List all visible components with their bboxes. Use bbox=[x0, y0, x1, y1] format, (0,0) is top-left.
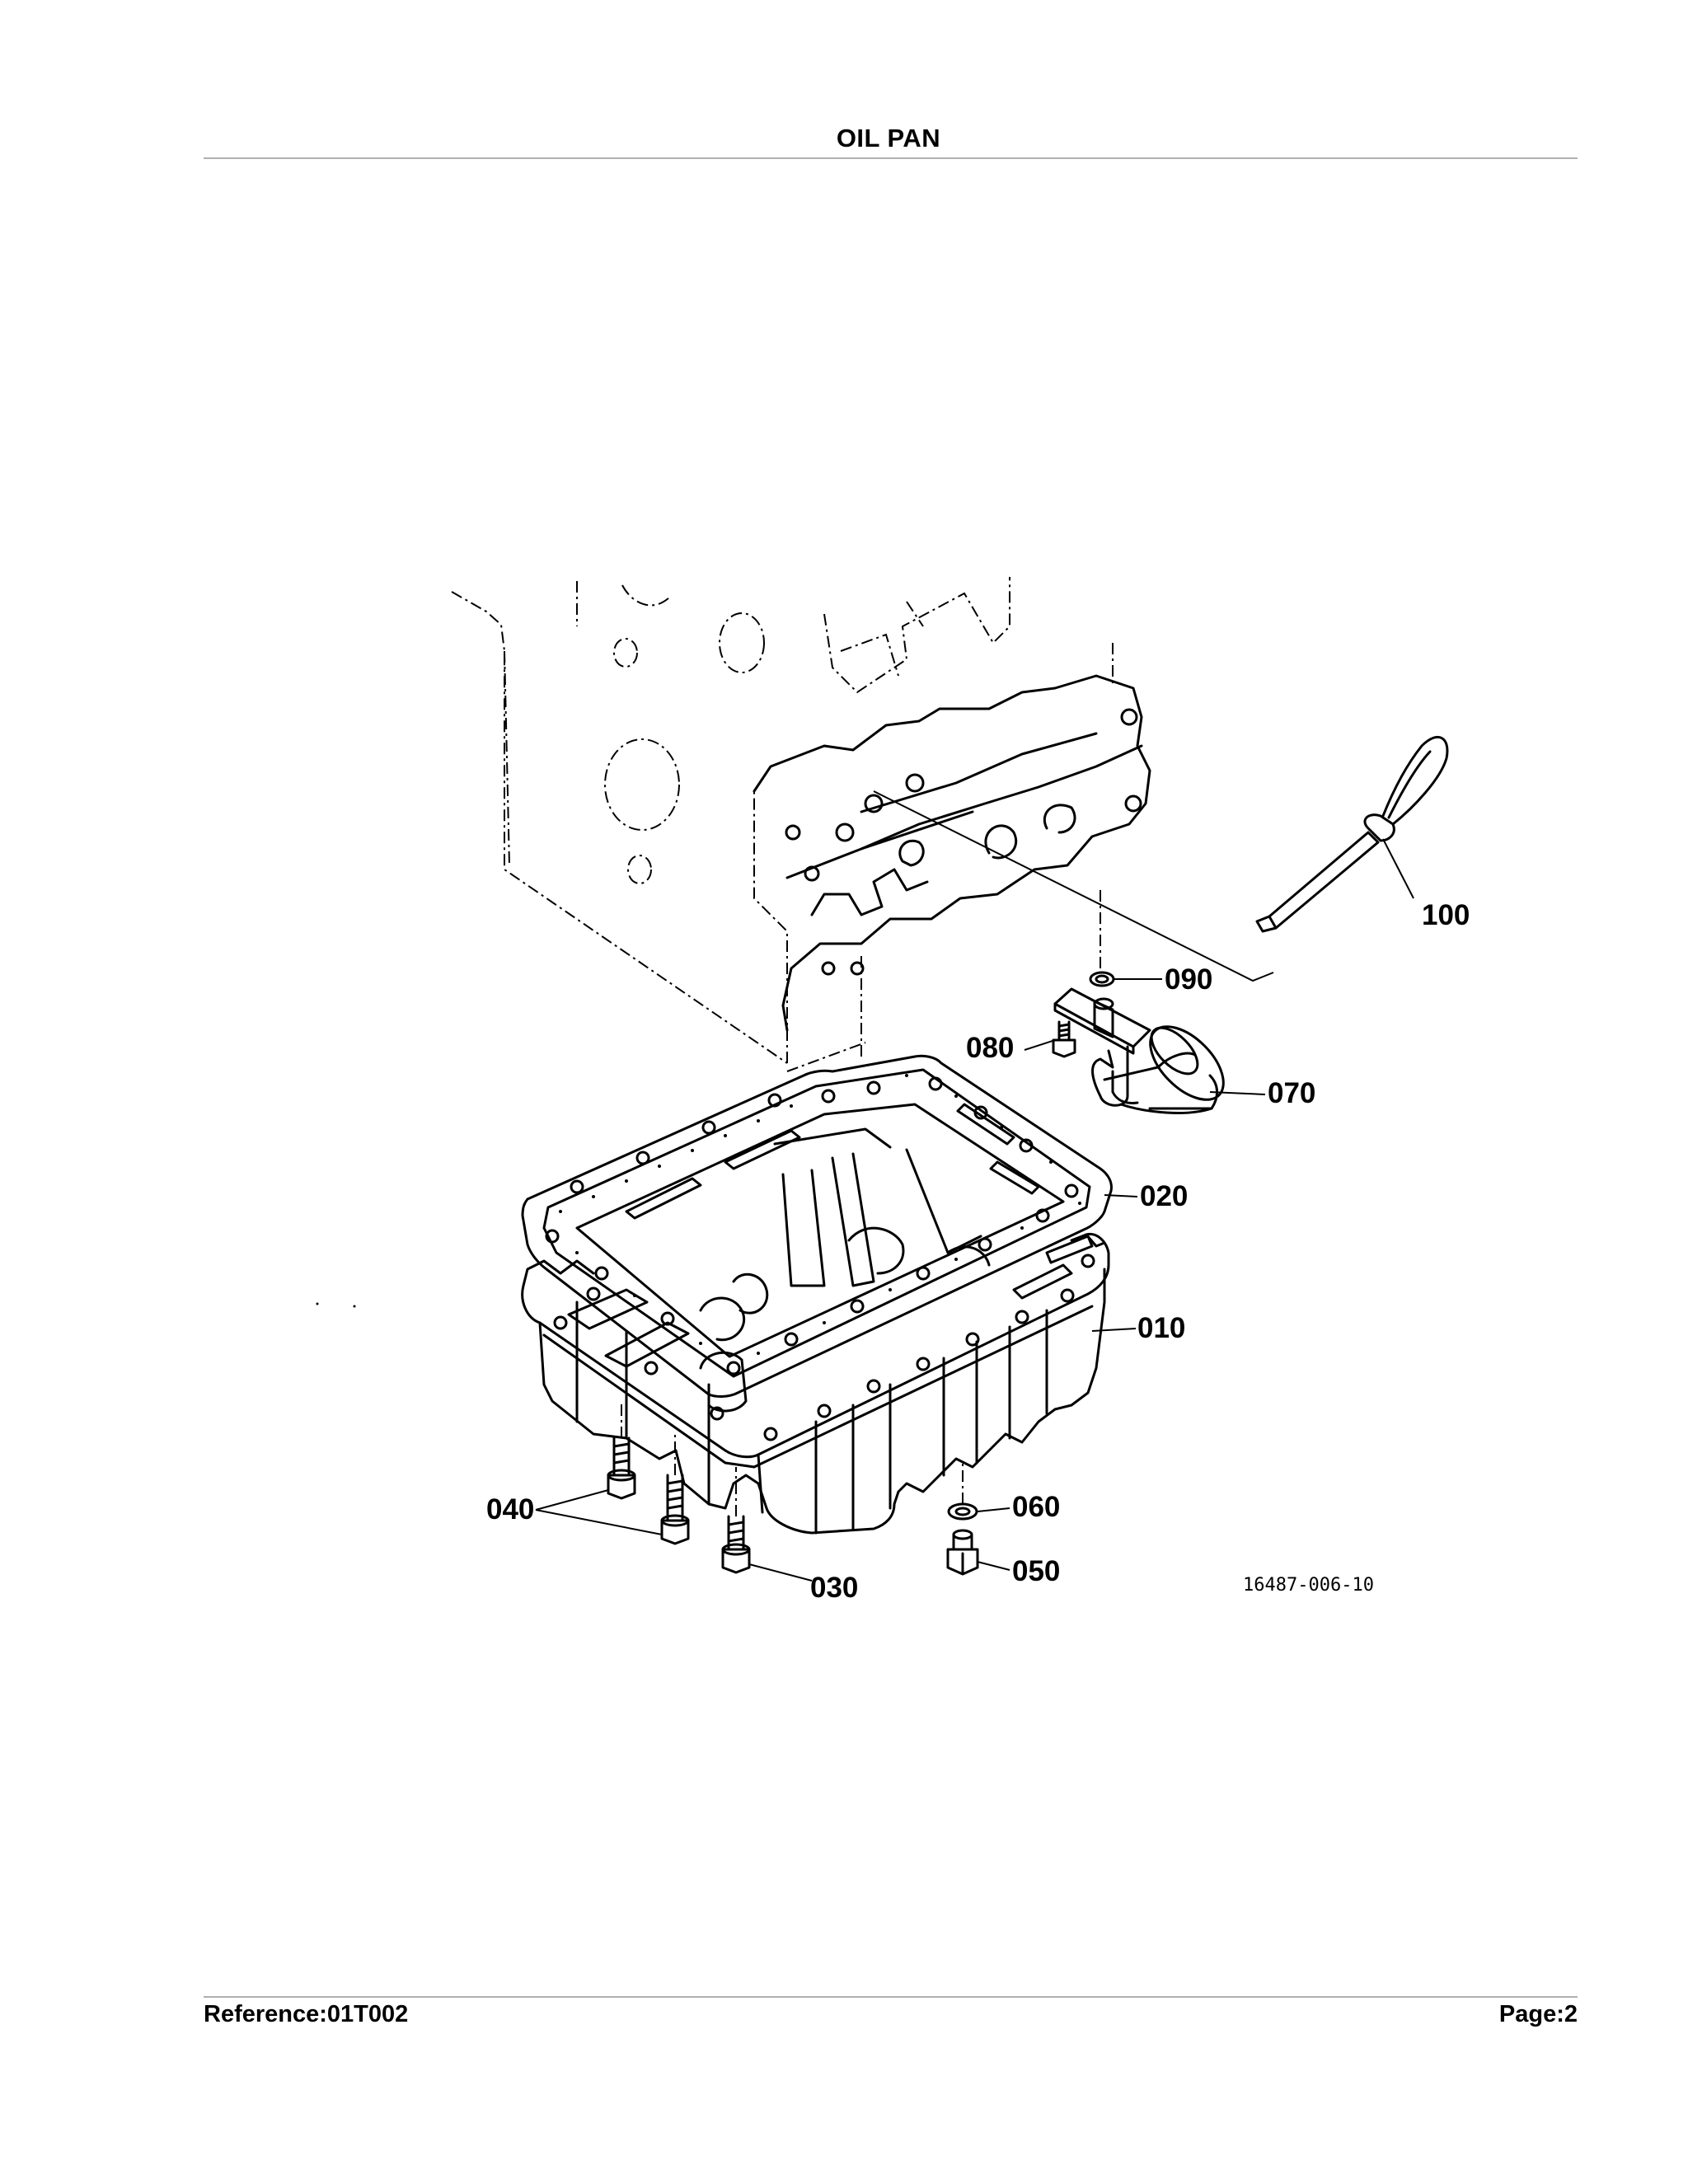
header-rule bbox=[204, 157, 1578, 159]
bolt-part-030 bbox=[721, 1467, 813, 1582]
callout-070: 070 bbox=[1268, 1077, 1315, 1109]
oil-pan-gasket-part-020 bbox=[521, 1054, 1138, 1398]
stray-marks bbox=[316, 1302, 356, 1308]
callout-040: 040 bbox=[486, 1493, 534, 1526]
oil-pan-part-010 bbox=[521, 1232, 1137, 1535]
callout-020: 020 bbox=[1140, 1180, 1188, 1212]
footer-reference: Reference:01T002 bbox=[204, 2001, 409, 2027]
leader-040 bbox=[535, 1401, 676, 1535]
callout-030: 030 bbox=[810, 1572, 858, 1604]
o-ring-part-090 bbox=[1089, 971, 1162, 987]
bolt-part-080 bbox=[1024, 1020, 1076, 1058]
figure-number: 16487-006-10 bbox=[1243, 1575, 1374, 1596]
assembly-guide-lines bbox=[860, 790, 1274, 1059]
callout-090: 090 bbox=[1165, 963, 1212, 996]
bolt-part-040-b bbox=[660, 1474, 690, 1545]
callout-060: 060 bbox=[1012, 1491, 1060, 1523]
bolt-part-040-a bbox=[607, 1436, 636, 1500]
callout-050: 050 bbox=[1012, 1555, 1060, 1587]
callout-010: 010 bbox=[1137, 1312, 1185, 1344]
drain-plug-part-050 bbox=[946, 1529, 1010, 1576]
engine-block bbox=[451, 577, 1114, 1072]
block-lower-flange bbox=[753, 674, 1151, 1032]
footer-rule bbox=[204, 1996, 1578, 1998]
callout-100: 100 bbox=[1422, 899, 1470, 931]
dipstick-part-100 bbox=[1255, 735, 1449, 933]
page-title: OIL PAN bbox=[836, 124, 941, 152]
washer-part-060 bbox=[947, 1463, 1010, 1521]
footer-page-number: Page:2 bbox=[1498, 2001, 1578, 2027]
oil-strainer-part-070 bbox=[1053, 987, 1266, 1114]
callout-080: 080 bbox=[966, 1032, 1014, 1064]
